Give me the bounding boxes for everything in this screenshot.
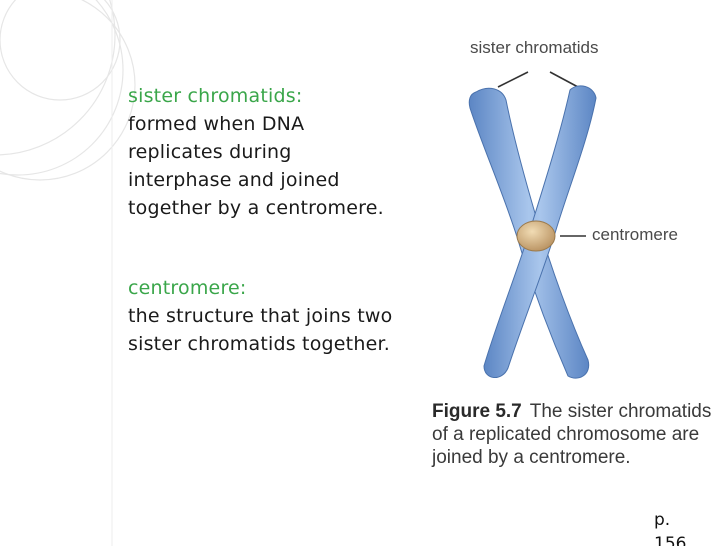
figure-number: Figure 5.7 (432, 401, 522, 422)
definition-centromere: the structure that joins two sister chro… (128, 305, 393, 355)
definitions-text: sister chromatids: formed when DNA repli… (128, 82, 393, 358)
term-sister-chromatids: sister chromatids: (128, 85, 303, 107)
term-centromere: centromere: (128, 277, 247, 299)
chromosome-illustration (468, 71, 597, 379)
caption-text: The sister chromatids of a replicated ch… (432, 401, 712, 468)
figure-panel (418, 30, 708, 513)
centromere-shape (516, 220, 556, 252)
page-reference: p. 156 (654, 510, 687, 546)
label-sister-chromatids: sister chromatids (470, 38, 599, 57)
definition-sister-chromatids: formed when DNA replicates during interp… (128, 113, 384, 219)
label-centromere: centromere (592, 225, 678, 244)
